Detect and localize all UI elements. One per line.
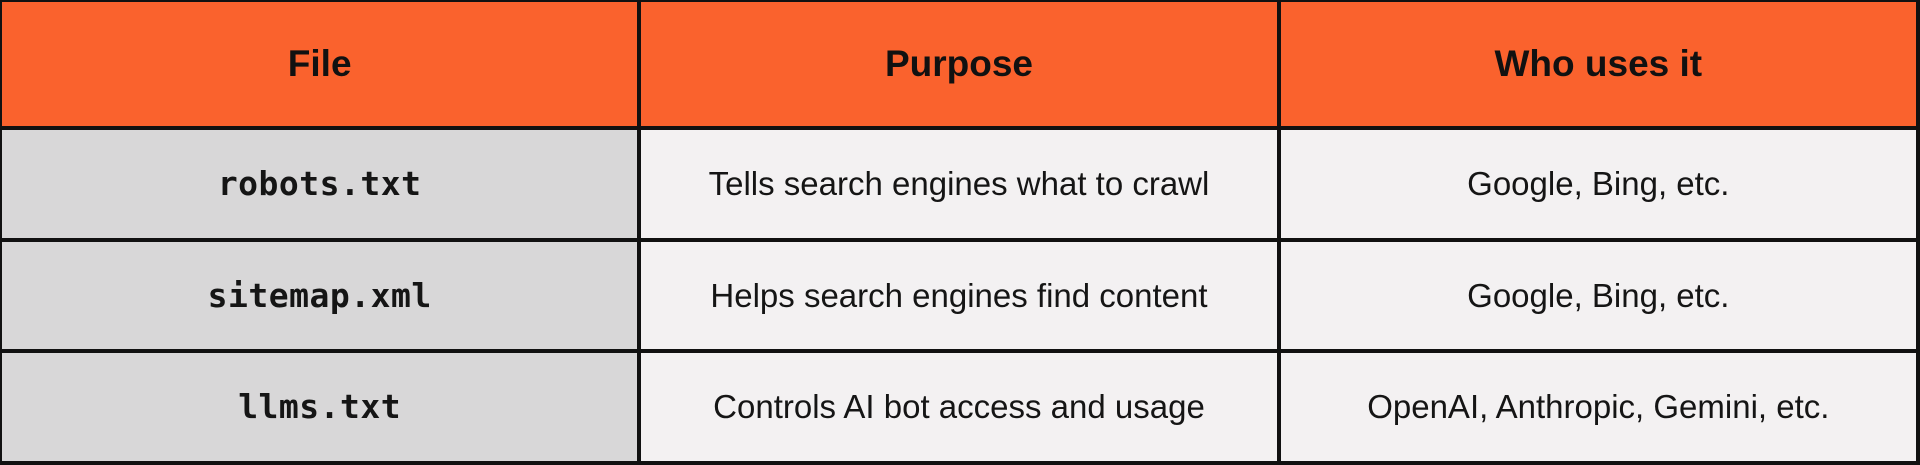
file-name-cell: llms.txt: [2, 353, 638, 461]
column-header-who-uses-it: Who uses it: [1280, 2, 1916, 126]
purpose-cell: Controls AI bot access and usage: [641, 353, 1277, 461]
who-uses-it-cell: Google, Bing, etc.: [1280, 241, 1916, 350]
who-uses-it-cell: Google, Bing, etc.: [1280, 130, 1916, 238]
column-header-purpose: Purpose: [641, 2, 1277, 126]
purpose-cell: Helps search engines find content: [641, 241, 1277, 350]
who-uses-it-cell: OpenAI, Anthropic, Gemini, etc.: [1280, 353, 1916, 461]
purpose-cell: Tells search engines what to crawl: [641, 130, 1277, 238]
column-header-file: File: [2, 2, 638, 126]
file-name-cell: sitemap.xml: [2, 241, 638, 350]
file-name-cell: robots.txt: [2, 130, 638, 238]
